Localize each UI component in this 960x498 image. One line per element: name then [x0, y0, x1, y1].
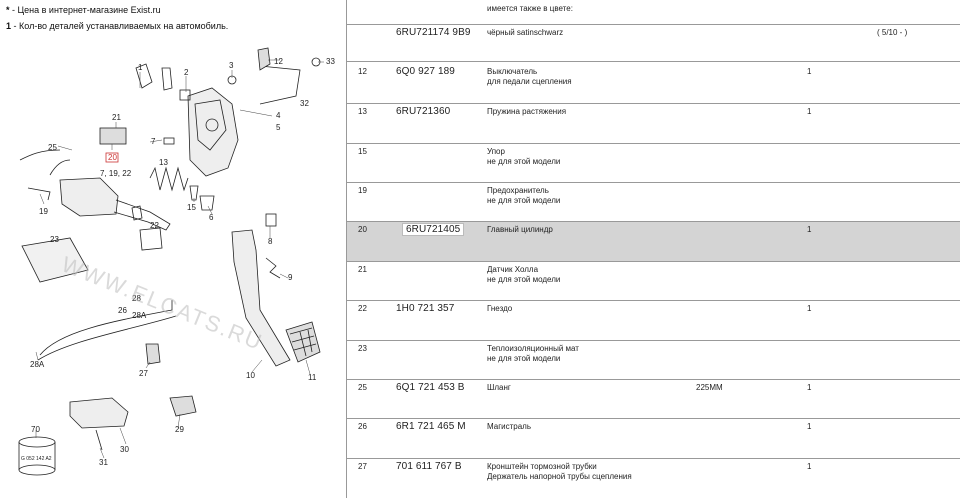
label-23: 23 — [50, 235, 59, 244]
label-1: 1 — [138, 63, 143, 72]
row-part-number[interactable]: 1H0 721 357 — [396, 303, 455, 314]
label-7-19-22: 7, 19, 22 — [100, 169, 132, 178]
label-12: 12 — [274, 57, 283, 66]
label-32: 32 — [300, 99, 309, 108]
row-description: Гнездо — [487, 304, 513, 313]
table-row[interactable]: 22 1H0 721 357 Гнездо 1 — [347, 301, 960, 341]
row-quantity: 1 — [807, 304, 812, 313]
table-row-highlighted[interactable]: 20 6RU721405 Главный цилиндр 1 — [347, 222, 960, 262]
table-row[interactable]: 26 6R1 721 465 M Магистраль 1 — [347, 419, 960, 459]
row-description: Предохранитель не для этой модели — [487, 186, 561, 205]
row-position: 25 — [358, 383, 367, 392]
row-part-number[interactable]: 6R1 721 465 M — [396, 421, 466, 432]
label-2: 2 — [184, 68, 189, 77]
row-part-number[interactable]: 701 611 767 B — [396, 461, 462, 472]
label-19: 19 — [39, 207, 48, 216]
label-8: 8 — [268, 237, 273, 246]
row-position: 13 — [358, 107, 367, 116]
row-description: Датчик Холла не для этой модели — [487, 265, 561, 284]
row-note: 225MM — [696, 383, 723, 392]
row-position: 12 — [358, 67, 367, 76]
row-position: 19 — [358, 186, 367, 195]
table-row[interactable]: 12 6Q0 927 189 Выключатель для педали сц… — [347, 62, 960, 104]
label-20-highlight — [105, 152, 119, 163]
can-stamp: G 052 142 A2 — [21, 456, 52, 462]
row-description: Пружина растяжения — [487, 107, 567, 116]
price-note-text: - Цена в интернет-магазине Exist.ru — [9, 5, 161, 15]
parts-diagram: 1 2 3 4 5 6 7 7, 19, 22 8 9 10 11 12 13 … — [18, 47, 335, 476]
row-quantity: 1 — [807, 225, 812, 234]
row-quantity: 1 — [807, 422, 812, 431]
row-part-number[interactable]: 6Q0 927 189 — [396, 66, 455, 77]
row-model-range: ( 5/10 - ) — [877, 28, 908, 37]
price-note-symbol: * — [6, 5, 10, 15]
row-part-number[interactable]: 6RU721360 — [396, 106, 451, 117]
table-row[interactable]: 19 Предохранитель не для этой модели — [347, 183, 960, 222]
label-22: 22 — [150, 221, 159, 230]
row-description: Упор не для этой модели — [487, 147, 561, 166]
label-28a-upper: 28A — [132, 311, 147, 320]
row-position: 27 — [358, 462, 367, 471]
diagram-panel: * - Цена в интернет-магазине Exist.ru 1 … — [0, 0, 346, 498]
table-row[interactable]: 6RU721174 9B9 чёрный satinschwarz ( 5/10… — [347, 25, 960, 62]
label-25: 25 — [48, 143, 57, 152]
row-quantity: 1 — [807, 67, 812, 76]
label-7: 7 — [151, 137, 156, 146]
row-quantity: 1 — [807, 107, 812, 116]
label-28: 28 — [132, 294, 141, 303]
row-description: Теплоизоляционный мат не для этой модели — [487, 344, 579, 363]
panel-divider — [346, 0, 347, 498]
label-10: 10 — [246, 371, 255, 380]
label-20: 20 — [108, 153, 117, 162]
table-row: имеется также в цвете: — [347, 0, 960, 25]
table-row[interactable]: 27 701 611 767 B Кронштейн тормозной тру… — [347, 459, 960, 498]
row-position: 23 — [358, 344, 367, 353]
row-position: 22 — [358, 304, 367, 313]
label-33: 33 — [326, 57, 335, 66]
row-position: 15 — [358, 147, 367, 156]
label-11: 11 — [308, 373, 317, 382]
row-part-number[interactable]: 6RU721174 9B9 — [396, 27, 471, 38]
row-part-number[interactable]: 6Q1 721 453 B — [396, 382, 465, 393]
row-position: 26 — [358, 422, 367, 431]
label-70: 70 — [31, 425, 40, 434]
row-description: Магистраль — [487, 422, 531, 431]
row-position: 21 — [358, 265, 367, 274]
label-27: 27 — [139, 369, 148, 378]
price-note: * - Цена в интернет-магазине Exist.ru — [6, 5, 161, 15]
row-description: чёрный satinschwarz — [487, 28, 564, 37]
label-3: 3 — [229, 61, 234, 70]
row-position: 20 — [358, 225, 367, 234]
label-13: 13 — [159, 158, 168, 167]
table-row[interactable]: 15 Упор не для этой модели — [347, 144, 960, 183]
label-31: 31 — [99, 458, 108, 467]
label-6: 6 — [209, 213, 214, 222]
row-part-number[interactable]: 6RU721405 — [402, 223, 465, 236]
label-9: 9 — [288, 273, 293, 282]
qty-note-symbol: 1 — [6, 21, 12, 31]
qty-note-text: - Кол-во деталей устанавливаемых на авто… — [11, 21, 229, 31]
table-row[interactable]: 21 Датчик Холла не для этой модели — [347, 262, 960, 301]
row-description: Выключатель для педали сцепления — [487, 67, 572, 86]
row-description: Главный цилиндр — [487, 225, 553, 234]
table-row[interactable]: 25 6Q1 721 453 B Шланг 225MM 1 — [347, 380, 960, 419]
table-row[interactable]: 23 Теплоизоляционный мат не для этой мод… — [347, 341, 960, 380]
row-quantity: 1 — [807, 462, 812, 471]
qty-note: 1 - Кол-во деталей устанавливаемых на ав… — [6, 21, 228, 31]
row-description: имеется также в цвете: — [487, 4, 573, 13]
label-15: 15 — [187, 203, 196, 212]
label-21: 21 — [112, 113, 121, 122]
label-28a-lower: 28A — [30, 360, 45, 369]
row-description: Кронштейн тормозной трубки Держатель нап… — [487, 462, 632, 481]
table-row[interactable]: 13 6RU721360 Пружина растяжения 1 — [347, 104, 960, 144]
row-description: Шланг — [487, 383, 511, 392]
label-26: 26 — [118, 306, 127, 315]
label-30: 30 — [120, 445, 129, 454]
label-4: 4 — [276, 111, 281, 120]
label-29: 29 — [175, 425, 184, 434]
label-5: 5 — [276, 123, 281, 132]
row-quantity: 1 — [807, 383, 812, 392]
parts-table: имеется также в цвете: 6RU721174 9B9 чёр… — [347, 0, 960, 498]
